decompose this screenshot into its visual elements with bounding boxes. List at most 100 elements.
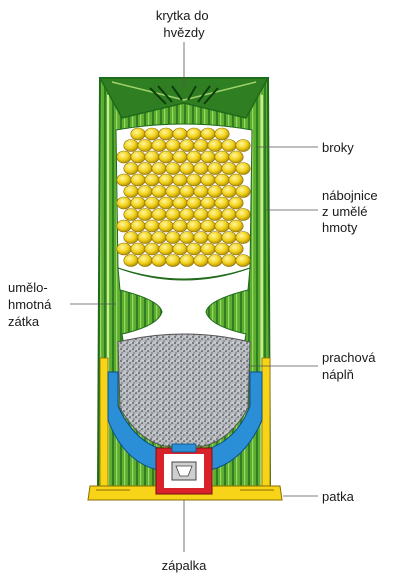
shot-pellet	[152, 163, 166, 175]
label-crimp-top: krytka do hvězdy	[156, 8, 212, 40]
shot-pellet	[159, 243, 173, 255]
shot-pellet	[194, 255, 208, 267]
shot-pellet	[215, 243, 229, 255]
shot-pellet	[229, 243, 243, 255]
shot-pellet	[215, 197, 229, 209]
shot-pellet	[215, 220, 229, 232]
shot-pellet	[208, 255, 222, 267]
shot-pellet	[173, 197, 187, 209]
shot-pellet	[229, 220, 243, 232]
shot-pellet	[131, 128, 145, 140]
shot-pellet	[173, 128, 187, 140]
shot-pellet	[187, 151, 201, 163]
shot-pellet	[236, 140, 250, 152]
shot-pellet	[131, 151, 145, 163]
shot-pellet	[222, 186, 236, 198]
label-hull: nábojnice z umělé hmoty	[322, 188, 381, 235]
shot-pellet	[215, 174, 229, 186]
shot-pellet	[208, 186, 222, 198]
shot-pellet	[222, 140, 236, 152]
shot-pellet	[208, 140, 222, 152]
shot-pellet	[159, 220, 173, 232]
shot-pellet	[124, 186, 138, 198]
shot-pellet	[138, 209, 152, 221]
shot-pellet	[187, 243, 201, 255]
powder-charge	[118, 334, 250, 446]
shot-pellet	[173, 220, 187, 232]
shot-pellet	[180, 140, 194, 152]
shot-pellet	[124, 209, 138, 221]
shot-pellet	[166, 140, 180, 152]
shot-pellet	[229, 151, 243, 163]
shot-pellet	[187, 128, 201, 140]
shot-pellet	[138, 163, 152, 175]
shot-pellet	[229, 174, 243, 186]
shot-pellet	[236, 255, 250, 267]
shot-pellet	[131, 174, 145, 186]
shot-pellet	[152, 255, 166, 267]
shot-pellet	[117, 197, 131, 209]
shot-pellet	[208, 232, 222, 244]
shot-pellet	[201, 220, 215, 232]
label-head: patka	[322, 489, 355, 504]
shot-pellet	[159, 174, 173, 186]
shot-pellet	[173, 151, 187, 163]
shot-pellet	[117, 174, 131, 186]
shot-pellet	[222, 255, 236, 267]
shot-pellet	[187, 220, 201, 232]
shot-pellet	[159, 197, 173, 209]
shot-pellet	[145, 220, 159, 232]
shot-pellet	[124, 140, 138, 152]
shot-pellet	[166, 163, 180, 175]
shot-pellet	[194, 186, 208, 198]
shot-pellet	[229, 197, 243, 209]
shot-pellet	[180, 255, 194, 267]
shot-pellet	[131, 197, 145, 209]
shot-pellet	[180, 232, 194, 244]
shot-pellet	[124, 232, 138, 244]
shot-pellet	[201, 151, 215, 163]
shot-pellet	[166, 186, 180, 198]
shot-pellet	[124, 163, 138, 175]
primer	[156, 444, 212, 494]
shot-pellet	[124, 255, 138, 267]
shot-pellet	[138, 140, 152, 152]
shot-pellet	[215, 128, 229, 140]
label-powder: prachová náplň	[322, 350, 379, 382]
shot-pellet	[222, 163, 236, 175]
shot-pellet	[201, 243, 215, 255]
shot-pellet	[117, 243, 131, 255]
shot-pellet	[166, 255, 180, 267]
shot-pellet	[180, 209, 194, 221]
shot-pellet	[236, 186, 250, 198]
shot-pellet	[201, 128, 215, 140]
label-shot: broky	[322, 140, 354, 155]
shot-pellet	[145, 197, 159, 209]
shot-pellet	[173, 174, 187, 186]
shot-pellet	[138, 255, 152, 267]
shot-pellet	[138, 186, 152, 198]
shot-pellet	[236, 232, 250, 244]
shot-pellet	[201, 197, 215, 209]
shot-pellet	[180, 186, 194, 198]
shot-pellet	[208, 209, 222, 221]
shot-pellet	[131, 243, 145, 255]
shot-pellet	[152, 140, 166, 152]
shot-pellet	[236, 163, 250, 175]
shot-pellet	[194, 163, 208, 175]
shot-pellet	[159, 128, 173, 140]
label-wad: umělo- hmotná zátka	[8, 280, 55, 329]
shot-pellet	[222, 232, 236, 244]
shot-pellet	[138, 232, 152, 244]
shot-pellet	[173, 243, 187, 255]
shot-pellet	[215, 151, 229, 163]
shot-pellet	[194, 209, 208, 221]
shot-pellet	[201, 174, 215, 186]
shot-pellet	[187, 174, 201, 186]
shot-pellet	[194, 232, 208, 244]
shot-pellet	[145, 128, 159, 140]
shot-pellet	[145, 151, 159, 163]
shot-pellet	[187, 197, 201, 209]
shot-pellet	[152, 232, 166, 244]
